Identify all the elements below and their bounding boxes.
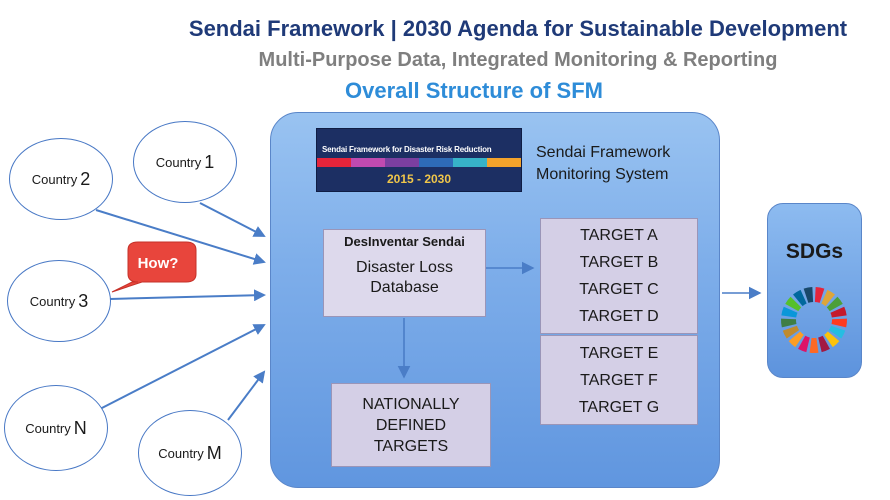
country-label: Country xyxy=(31,171,78,187)
monitoring-system-line1: Sendai Framework xyxy=(536,144,671,161)
section-title: Overall Structure of SFM xyxy=(345,78,603,103)
sdg-wheel-icon xyxy=(781,287,847,353)
sdg-wheel-segment xyxy=(830,306,847,318)
country-number: 1 xyxy=(204,151,215,172)
sdg-wheel-segment xyxy=(781,318,797,328)
sdg-wheel-segment xyxy=(809,337,819,353)
sendai-framework-logo: Sendai Framework for Disaster Risk Reduc… xyxy=(316,128,522,192)
target-label: TARGET D xyxy=(579,308,659,325)
arrow-country3 xyxy=(109,289,266,302)
how-callout-shape xyxy=(111,241,197,293)
database-line2: Database xyxy=(370,279,439,296)
logo-stripe-segment xyxy=(419,158,453,167)
sdg-wheel-segment xyxy=(824,331,840,348)
sdg-wheel-segment xyxy=(793,289,807,307)
how-callout-text: How? xyxy=(137,255,179,272)
country-number: 3 xyxy=(78,290,89,311)
target-label: TARGET B xyxy=(579,254,659,271)
country-number: M xyxy=(206,442,222,463)
logo-stripe-segment xyxy=(351,158,385,167)
targets-e-g-box: TARGET E TARGET F TARGET G xyxy=(540,335,698,425)
arrow-countryN xyxy=(97,324,266,411)
target-label: TARGET E xyxy=(579,344,659,362)
logo-color-stripe xyxy=(317,158,521,167)
disaster-loss-database-box: DesInventar Sendai Disaster Loss Databas… xyxy=(323,229,486,317)
logo-stripe-segment xyxy=(385,158,419,167)
targets-a-d-box: TARGET A TARGET B TARGET C TARGET D xyxy=(540,218,698,334)
arrow-country2 xyxy=(95,209,266,265)
arrow-country1 xyxy=(199,202,266,237)
sdg-wheel-segment xyxy=(798,335,810,353)
nationally-defined-targets-box: NATIONALLY DEFINED TARGETS xyxy=(331,383,491,467)
country-label: Country xyxy=(25,420,71,436)
sdg-wheel-segment xyxy=(831,318,847,328)
desinventar-label: DesInventar Sendai xyxy=(344,234,465,249)
sdg-wheel-segment xyxy=(782,325,800,339)
national-targets-line1: NATIONALLY xyxy=(362,395,460,413)
sdg-wheel-segment xyxy=(828,325,846,339)
national-targets-line3: TARGETS xyxy=(373,437,449,455)
logo-stripe-segment xyxy=(453,158,487,167)
country-label: Country xyxy=(158,445,204,461)
target-label: TARGET F xyxy=(580,371,658,389)
sdg-wheel-segment xyxy=(785,296,802,312)
country-number: N xyxy=(73,417,87,438)
target-label: TARGET G xyxy=(578,398,660,416)
sdg-wheel-segment xyxy=(818,335,830,353)
sdgs-label: SDGs xyxy=(785,240,844,263)
logo-stripe-segment xyxy=(487,158,521,167)
monitoring-system-line2: Monitoring System xyxy=(536,166,669,183)
sdg-wheel-segment xyxy=(803,287,814,303)
logo-years: 2015 - 2030 xyxy=(386,172,452,186)
logo-stripe-segment xyxy=(317,158,351,167)
sdg-wheel-segment xyxy=(821,289,835,307)
arrow-countryM xyxy=(227,370,266,421)
target-label: TARGET C xyxy=(579,281,659,298)
country-label: Country xyxy=(155,154,202,170)
logo-text: Sendai Framework for Disaster Risk Reduc… xyxy=(322,145,492,154)
country-number: 2 xyxy=(80,168,91,189)
diagram-subtitle: Multi-Purpose Data, Integrated Monitorin… xyxy=(258,49,778,71)
country-label: Country xyxy=(29,293,76,309)
diagram-title: Sendai Framework | 2030 Agenda for Susta… xyxy=(188,16,848,41)
database-line1: Disaster Loss xyxy=(356,259,453,276)
sdg-wheel-segment xyxy=(781,306,798,318)
sdg-wheel-segment xyxy=(826,296,843,312)
sdg-wheel-segment xyxy=(814,287,825,303)
target-label: TARGET A xyxy=(580,227,658,244)
national-targets-line2: DEFINED xyxy=(375,416,447,434)
monitoring-system-label: Sendai Framework Monitoring System xyxy=(536,142,706,186)
sdg-wheel-segment xyxy=(788,331,804,348)
